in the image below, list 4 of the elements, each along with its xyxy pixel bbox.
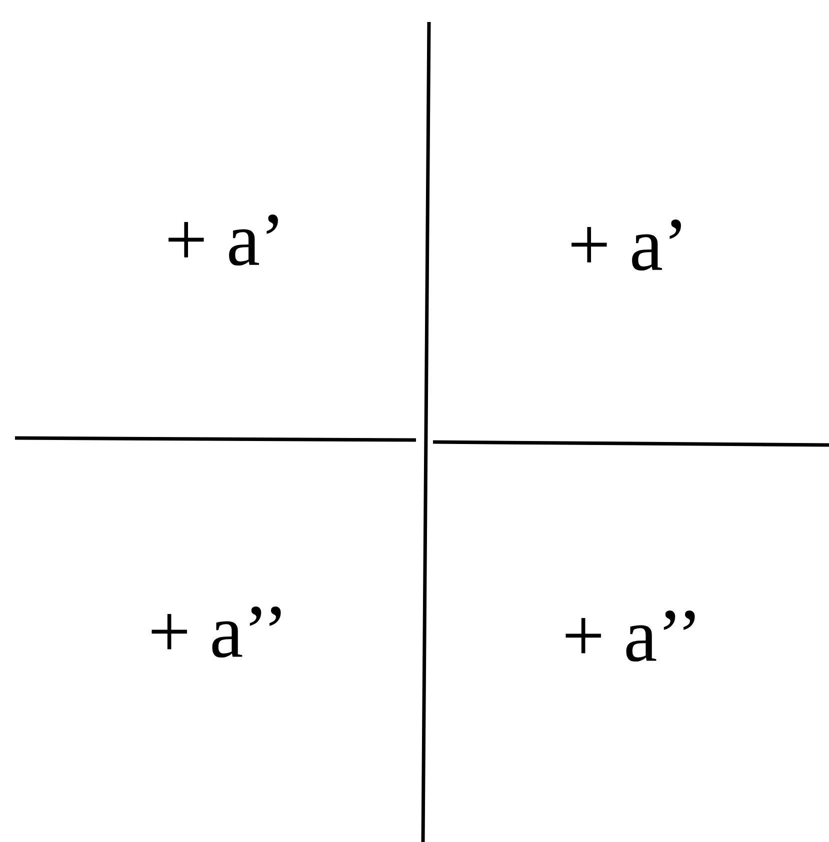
quadrant-label: + a’’ xyxy=(566,610,695,662)
quadrant-label: + a’ xyxy=(168,214,278,266)
quadrant-label: + a’ xyxy=(572,219,681,271)
quadrant-label: + a’’ xyxy=(152,606,281,658)
